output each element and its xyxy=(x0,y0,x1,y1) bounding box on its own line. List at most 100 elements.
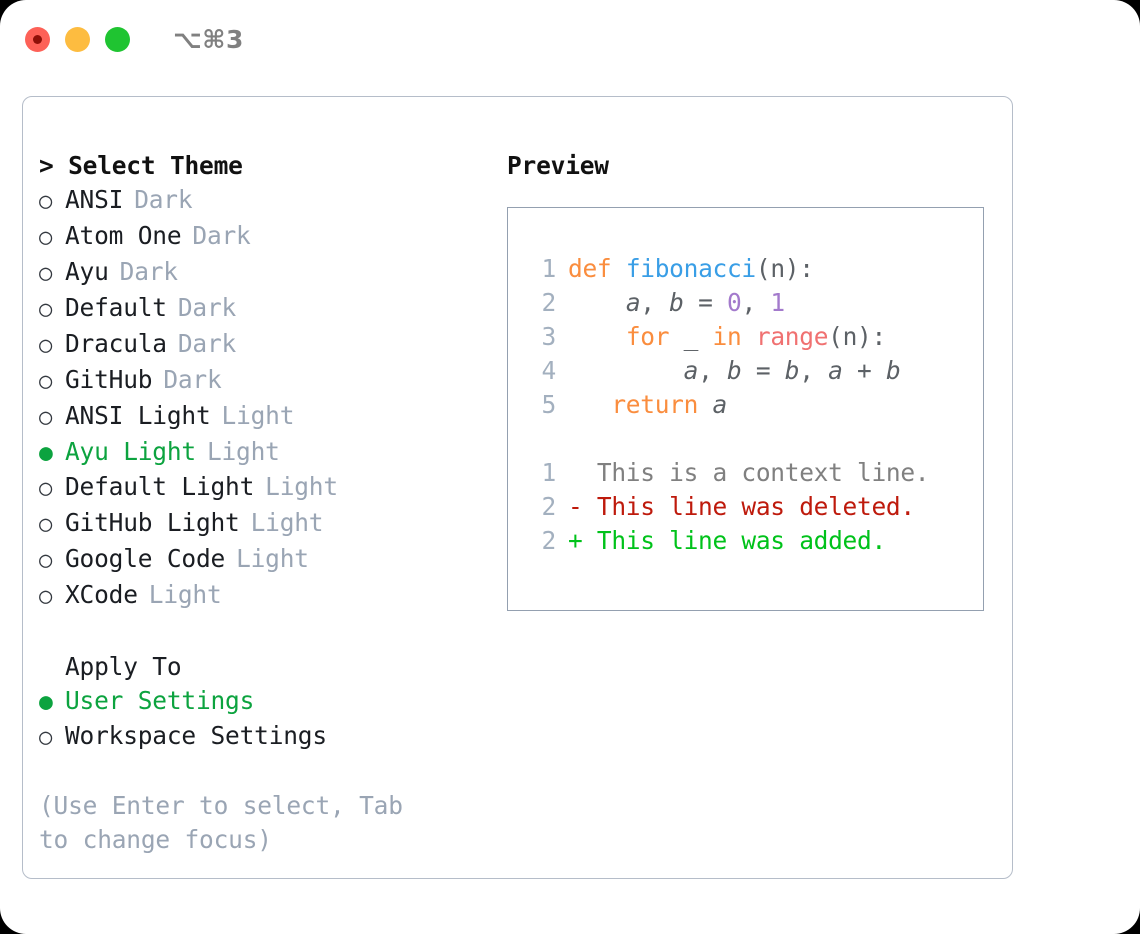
theme-variant-tag: Light xyxy=(250,508,324,537)
theme-variant-tag: Light xyxy=(265,472,338,501)
radio-unselected-icon: ○ xyxy=(39,261,53,286)
code-token-pun: (n): xyxy=(828,322,886,351)
theme-variant-tag: Light xyxy=(206,437,280,466)
diff-spacer xyxy=(526,422,983,456)
code-token-num: 1 xyxy=(770,288,785,317)
theme-variant-tag: Dark xyxy=(192,221,251,250)
theme-variant-tag: Dark xyxy=(163,365,222,394)
code-line-number: 3 xyxy=(541,322,557,351)
code-token-pun: = xyxy=(683,288,727,317)
code-token-pun: , xyxy=(640,288,670,317)
theme-option-label: GitHub xyxy=(65,365,153,394)
theme-option-ansi[interactable]: ○ ANSI Dark xyxy=(39,183,493,219)
apply-to-option-label: Workspace Settings xyxy=(65,721,327,750)
radio-unselected-icon: ○ xyxy=(39,512,53,537)
radio-unselected-icon: ○ xyxy=(39,584,53,609)
code-line-content: a, b = 0, 1 xyxy=(568,286,785,320)
diff-line-number: 2 xyxy=(541,526,557,555)
radio-selected-icon: ● xyxy=(39,440,53,466)
theme-variant-tag: Dark xyxy=(177,293,237,322)
apply-to-header: Apply To xyxy=(65,652,182,681)
diff-marker-del: - xyxy=(568,492,583,521)
code-token-pun: + xyxy=(842,356,886,385)
theme-variant-tag: Dark xyxy=(119,257,178,286)
code-line: 3 for _ in range(n): xyxy=(526,320,983,354)
theme-option-label: Default Light xyxy=(65,472,255,501)
radio-unselected-icon: ○ xyxy=(39,476,53,501)
theme-option-atom-one[interactable]: ○ Atom One Dark xyxy=(39,219,493,255)
apply-to-option-workspace-settings[interactable]: ○ Workspace Settings xyxy=(39,719,493,755)
theme-variant-tag: Light xyxy=(221,401,295,430)
maximize-window-button[interactable] xyxy=(105,26,130,52)
code-line-number: 4 xyxy=(541,356,557,385)
code-token-pun xyxy=(568,390,611,419)
code-token-pun: , xyxy=(741,288,771,317)
diff-line-ctx: 1 This is a context line. xyxy=(526,456,983,490)
diff-sample: 1 This is a context line.2- This line wa… xyxy=(526,456,983,558)
apply-to-option-user-settings[interactable]: ●User Settings xyxy=(39,684,493,719)
close-window-button[interactable] xyxy=(25,26,50,52)
code-line: 5 return a xyxy=(526,388,983,422)
radio-unselected-icon: ○ xyxy=(39,369,53,394)
diff-marker-add: + xyxy=(568,526,583,555)
recording-dot-icon xyxy=(33,34,42,44)
code-token-kw: def xyxy=(568,254,626,283)
code-line-number: 2 xyxy=(541,288,557,317)
theme-option-label: Atom One xyxy=(65,221,182,250)
code-token-pun: = xyxy=(741,356,785,385)
radio-unselected-icon: ○ xyxy=(39,225,53,250)
code-token-pun xyxy=(741,322,755,351)
theme-option-default-light[interactable]: ○ Default Light Light xyxy=(39,470,493,506)
theme-variant-tag: Dark xyxy=(134,185,193,214)
diff-line-number: 1 xyxy=(541,458,557,487)
section-spacer xyxy=(39,614,493,650)
code-token-pun: , xyxy=(799,356,829,385)
theme-option-label: Ayu xyxy=(65,257,109,286)
theme-option-label: Default xyxy=(65,293,167,322)
radio-unselected-icon: ○ xyxy=(39,189,53,214)
minimize-window-button[interactable] xyxy=(65,26,90,52)
select-theme-header: > Select Theme xyxy=(39,151,243,180)
theme-variant-tag: Light xyxy=(236,544,309,573)
window-titlebar: ⌥⌘3 xyxy=(0,0,1140,78)
code-line-number: 5 xyxy=(541,390,557,419)
theme-option-ayu[interactable]: ○ Ayu Dark xyxy=(39,255,493,291)
radio-unselected-icon: ○ xyxy=(39,405,53,430)
code-token-var: a xyxy=(828,356,843,385)
code-token-var: b xyxy=(784,356,800,385)
code-line: 2 a, b = 0, 1 xyxy=(526,286,983,320)
diff-line-number: 2 xyxy=(541,492,557,521)
diff-line-content: This is a context line. xyxy=(582,458,930,487)
theme-option-github[interactable]: ○ GitHub Dark xyxy=(39,363,493,399)
radio-unselected-icon: ○ xyxy=(39,725,53,750)
code-token-kw: for xyxy=(625,322,670,351)
code-token-pun xyxy=(568,288,626,317)
theme-option-label: ANSI xyxy=(65,185,124,214)
window-title-shortcut: ⌥⌘3 xyxy=(173,24,244,54)
radio-unselected-icon: ○ xyxy=(39,333,53,358)
code-token-call: range xyxy=(755,322,829,351)
code-token-pun xyxy=(568,356,684,385)
code-token-var: a xyxy=(625,288,641,317)
code-token-kw: return xyxy=(611,390,713,419)
code-token-var: a xyxy=(683,356,699,385)
code-token-kw: in xyxy=(712,322,742,351)
diff-line-add: 2+ This line was added. xyxy=(526,524,983,558)
theme-option-label: Dracula xyxy=(65,329,167,358)
code-token-fn: fibonacci xyxy=(625,254,756,283)
code-line-content: a, b = b, a + b xyxy=(568,354,901,388)
